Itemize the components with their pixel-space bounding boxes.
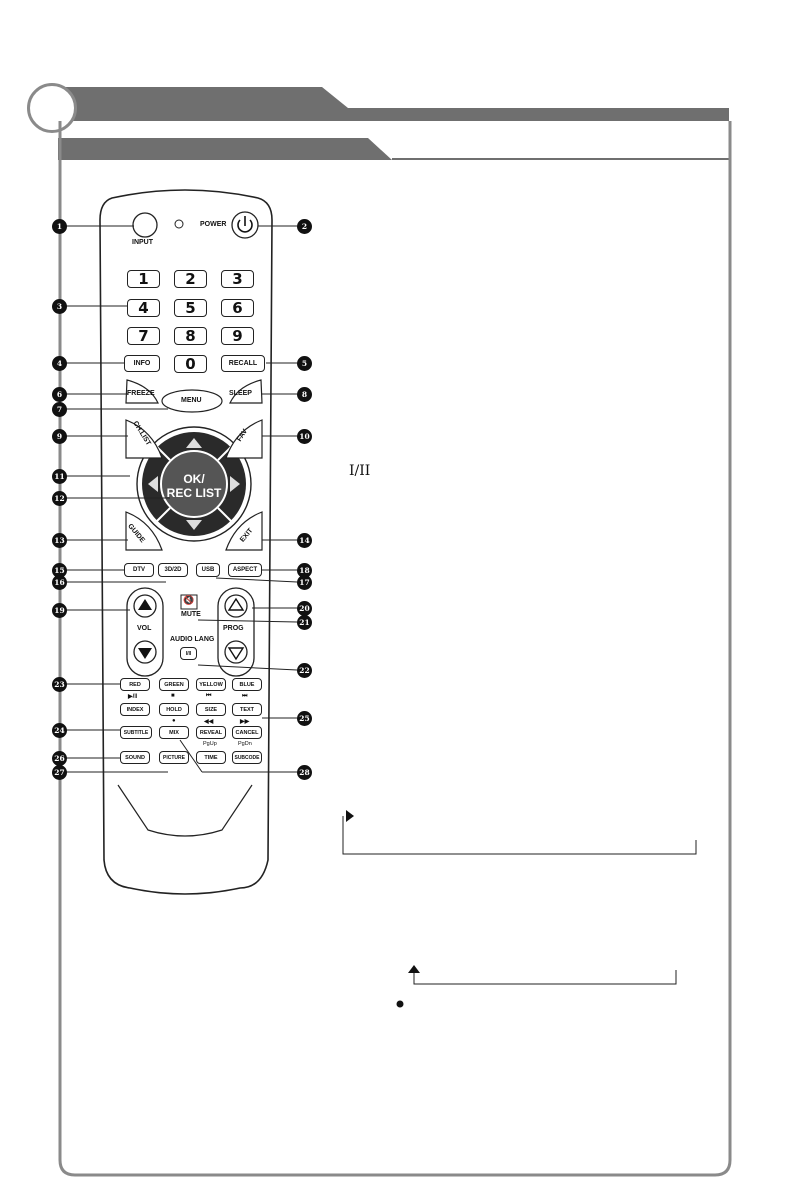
usb-button[interactable]: USB bbox=[196, 563, 220, 577]
callout-26: 26 bbox=[52, 751, 67, 766]
header-decoration bbox=[52, 87, 729, 160]
dpad-up-button[interactable] bbox=[182, 438, 206, 454]
callout-3: 3 bbox=[52, 299, 67, 314]
record-icon: ● bbox=[172, 718, 176, 724]
freeze-button[interactable]: FREEZE bbox=[127, 390, 155, 397]
subtitle-button[interactable]: SUBTITLE bbox=[120, 726, 152, 739]
callout-5: 5 bbox=[297, 356, 312, 371]
power-button[interactable] bbox=[232, 212, 258, 238]
prog-down-button[interactable] bbox=[225, 641, 247, 663]
play-pause-icon: ▶/‖ bbox=[128, 694, 138, 700]
mute-button[interactable]: 🔇 bbox=[181, 595, 197, 609]
ok-rec-list-button[interactable]: OK/ REC LIST bbox=[164, 472, 224, 500]
section-badge bbox=[27, 83, 77, 133]
stop-icon: ■ bbox=[171, 693, 175, 699]
callout-27: 27 bbox=[52, 765, 67, 780]
dpad-right-button[interactable] bbox=[228, 472, 244, 496]
info-button[interactable]: INFO bbox=[124, 355, 160, 372]
yellow-button[interactable]: YELLOW bbox=[196, 678, 226, 691]
sound-button[interactable]: SOUND bbox=[120, 751, 150, 764]
dpad-down-button[interactable] bbox=[182, 516, 206, 532]
mute-label: MUTE bbox=[181, 611, 201, 618]
callout-21: 21 bbox=[297, 615, 312, 630]
callout-11: 11 bbox=[52, 469, 67, 484]
digit-0-button[interactable]: 0 bbox=[174, 355, 207, 373]
ok-label: OK/ bbox=[183, 472, 205, 486]
callout-14: 14 bbox=[297, 533, 312, 548]
next-icon: ⏭ bbox=[242, 693, 248, 699]
digit-1-button[interactable]: 1 bbox=[127, 270, 160, 288]
callout-8: 8 bbox=[297, 387, 312, 402]
text-button[interactable]: TEXT bbox=[232, 703, 262, 716]
callout-13: 13 bbox=[52, 533, 67, 548]
callout-19: 19 bbox=[52, 603, 67, 618]
digit-4-button[interactable]: 4 bbox=[127, 299, 160, 317]
rewind-icon: ◀◀ bbox=[204, 719, 214, 725]
vol-label: VOL bbox=[137, 625, 152, 632]
callout-9: 9 bbox=[52, 429, 67, 444]
digit-9-button[interactable]: 9 bbox=[221, 327, 254, 345]
power-label: POWER bbox=[200, 221, 227, 228]
callout-12: 12 bbox=[52, 491, 67, 506]
prog-label: PROG bbox=[223, 625, 244, 632]
callout-18: 18 bbox=[297, 563, 312, 578]
callout-24: 24 bbox=[52, 723, 67, 738]
sleep-button[interactable]: SLEEP bbox=[229, 390, 252, 397]
index-button[interactable]: INDEX bbox=[120, 703, 150, 716]
aspect-button[interactable]: ASPECT bbox=[228, 563, 262, 577]
i-ii-button[interactable]: I/II bbox=[180, 647, 197, 660]
callout-17: 17 bbox=[297, 575, 312, 590]
callout-1: 1 bbox=[52, 219, 67, 234]
input-button[interactable] bbox=[132, 213, 158, 239]
digit-3-button[interactable]: 3 bbox=[221, 270, 254, 288]
vol-down-button[interactable] bbox=[134, 641, 156, 663]
time-button[interactable]: TIME bbox=[196, 751, 226, 764]
picture-button[interactable]: PICTURE bbox=[159, 751, 189, 764]
dpad-left-button[interactable] bbox=[144, 472, 160, 496]
hold-button[interactable]: HOLD bbox=[159, 703, 189, 716]
digit-6-button[interactable]: 6 bbox=[221, 299, 254, 317]
mute-icon: 🔇 bbox=[183, 595, 195, 605]
i-ii-symbol: I/II bbox=[349, 463, 371, 479]
rec-list-label: REC LIST bbox=[166, 486, 222, 500]
fast-forward-icon: ▶▶ bbox=[240, 719, 250, 725]
callout-4: 4 bbox=[52, 356, 67, 371]
blue-button[interactable]: BLUE bbox=[232, 678, 262, 691]
cancel-button[interactable]: CANCEL bbox=[232, 726, 262, 739]
3d-2d-button[interactable]: 3D/2D bbox=[158, 563, 188, 577]
callout-10: 10 bbox=[297, 429, 312, 444]
digit-2-button[interactable]: 2 bbox=[174, 270, 207, 288]
digit-5-button[interactable]: 5 bbox=[174, 299, 207, 317]
callout-25: 25 bbox=[297, 711, 312, 726]
callout-2: 2 bbox=[297, 219, 312, 234]
mix-button[interactable]: MIX bbox=[159, 726, 189, 739]
callout-23: 23 bbox=[52, 677, 67, 692]
red-button[interactable]: RED bbox=[120, 678, 150, 691]
green-button[interactable]: GREEN bbox=[159, 678, 189, 691]
dtv-button[interactable]: DTV bbox=[124, 563, 154, 577]
callout-6: 6 bbox=[52, 387, 67, 402]
size-button[interactable]: SIZE bbox=[196, 703, 226, 716]
digit-7-button[interactable]: 7 bbox=[127, 327, 160, 345]
prev-icon: ⏮ bbox=[206, 693, 212, 699]
pgup-label: PgUp bbox=[203, 741, 217, 747]
prog-up-button[interactable] bbox=[225, 595, 247, 617]
menu-button[interactable]: MENU bbox=[181, 397, 202, 404]
callout-15: 15 bbox=[52, 563, 67, 578]
callout-20: 20 bbox=[297, 601, 312, 616]
callout-22: 22 bbox=[297, 663, 312, 678]
audio-lang-label: AUDIO LANG bbox=[170, 636, 215, 643]
callout-28: 28 bbox=[297, 765, 312, 780]
callout-7: 7 bbox=[52, 402, 67, 417]
subcode-button[interactable]: SUBCODE bbox=[232, 751, 262, 764]
pgdn-label: PgDn bbox=[238, 741, 252, 747]
callout-16: 16 bbox=[52, 575, 67, 590]
input-label: INPUT bbox=[132, 239, 153, 246]
vol-up-button[interactable] bbox=[134, 595, 156, 617]
recall-button[interactable]: RECALL bbox=[221, 355, 265, 372]
reveal-button[interactable]: REVEAL bbox=[196, 726, 226, 739]
digit-8-button[interactable]: 8 bbox=[174, 327, 207, 345]
